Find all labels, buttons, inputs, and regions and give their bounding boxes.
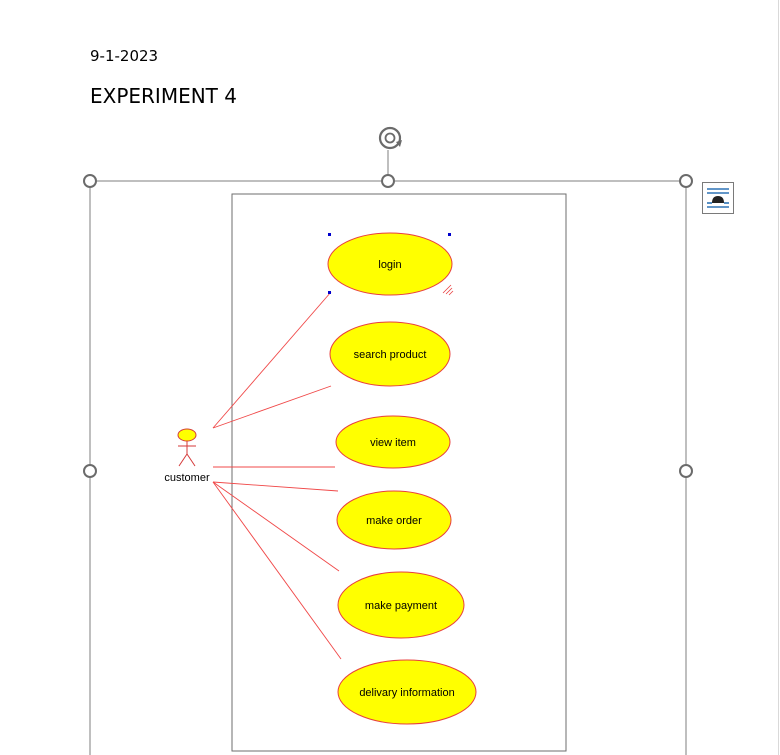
use-case-label: login: [378, 259, 401, 271]
resize-grip-icon[interactable]: [442, 284, 454, 296]
system-boundary: [231, 193, 567, 752]
document-date: 9-1-2023: [90, 47, 159, 65]
use-cases: login search product view item make order ma…: [327, 232, 477, 725]
use-case-ellipse: [337, 659, 477, 725]
handle-top-right[interactable]: [679, 174, 693, 188]
use-case-ellipse: [337, 571, 465, 639]
use-case-login[interactable]: login: [327, 232, 453, 296]
use-case-label: make order: [366, 515, 422, 527]
handle-middle-right[interactable]: [679, 464, 693, 478]
use-case-ellipse: [336, 490, 452, 550]
layout-options-icon: [707, 188, 729, 208]
page-edge: [778, 0, 779, 755]
association-delivery-information: [212, 481, 342, 660]
use-case-ellipse: [335, 415, 451, 469]
handle-top-center[interactable]: [381, 174, 395, 188]
layout-options-button[interactable]: [702, 182, 734, 214]
document-title: EXPERIMENT 4: [90, 84, 237, 108]
actor-right-leg: [186, 453, 196, 467]
actor-label: customer: [164, 472, 210, 484]
use-case-delivery-information[interactable]: delivary information: [337, 659, 477, 725]
use-case-label: view item: [370, 437, 416, 449]
use-case-ellipse: [327, 232, 453, 296]
sizing-handles[interactable]: [83, 174, 693, 478]
actor-customer[interactable]: customer: [164, 428, 210, 484]
handle-middle-left[interactable]: [83, 464, 97, 478]
use-case-search-product[interactable]: search product: [329, 321, 451, 387]
association-search-product: [212, 385, 332, 429]
rotate-icon[interactable]: [378, 126, 402, 150]
handle-top-left[interactable]: [83, 174, 97, 188]
use-case-ellipse: [329, 321, 451, 387]
use-case-make-payment[interactable]: make payment: [337, 571, 465, 639]
use-case-view-item[interactable]: view item: [335, 415, 451, 469]
use-case-label: make payment: [365, 600, 437, 612]
associations: [212, 291, 342, 660]
association-make-payment: [212, 481, 340, 572]
actor-left-leg: [178, 453, 188, 467]
use-case-make-order[interactable]: make order: [336, 490, 452, 550]
association-make-order: [212, 481, 339, 492]
use-case-label: search product: [354, 349, 427, 361]
login-selection-markers: [328, 233, 454, 296]
actor-head-icon: [177, 428, 197, 442]
association-login: [212, 291, 332, 429]
use-case-label: delivary information: [359, 687, 454, 699]
